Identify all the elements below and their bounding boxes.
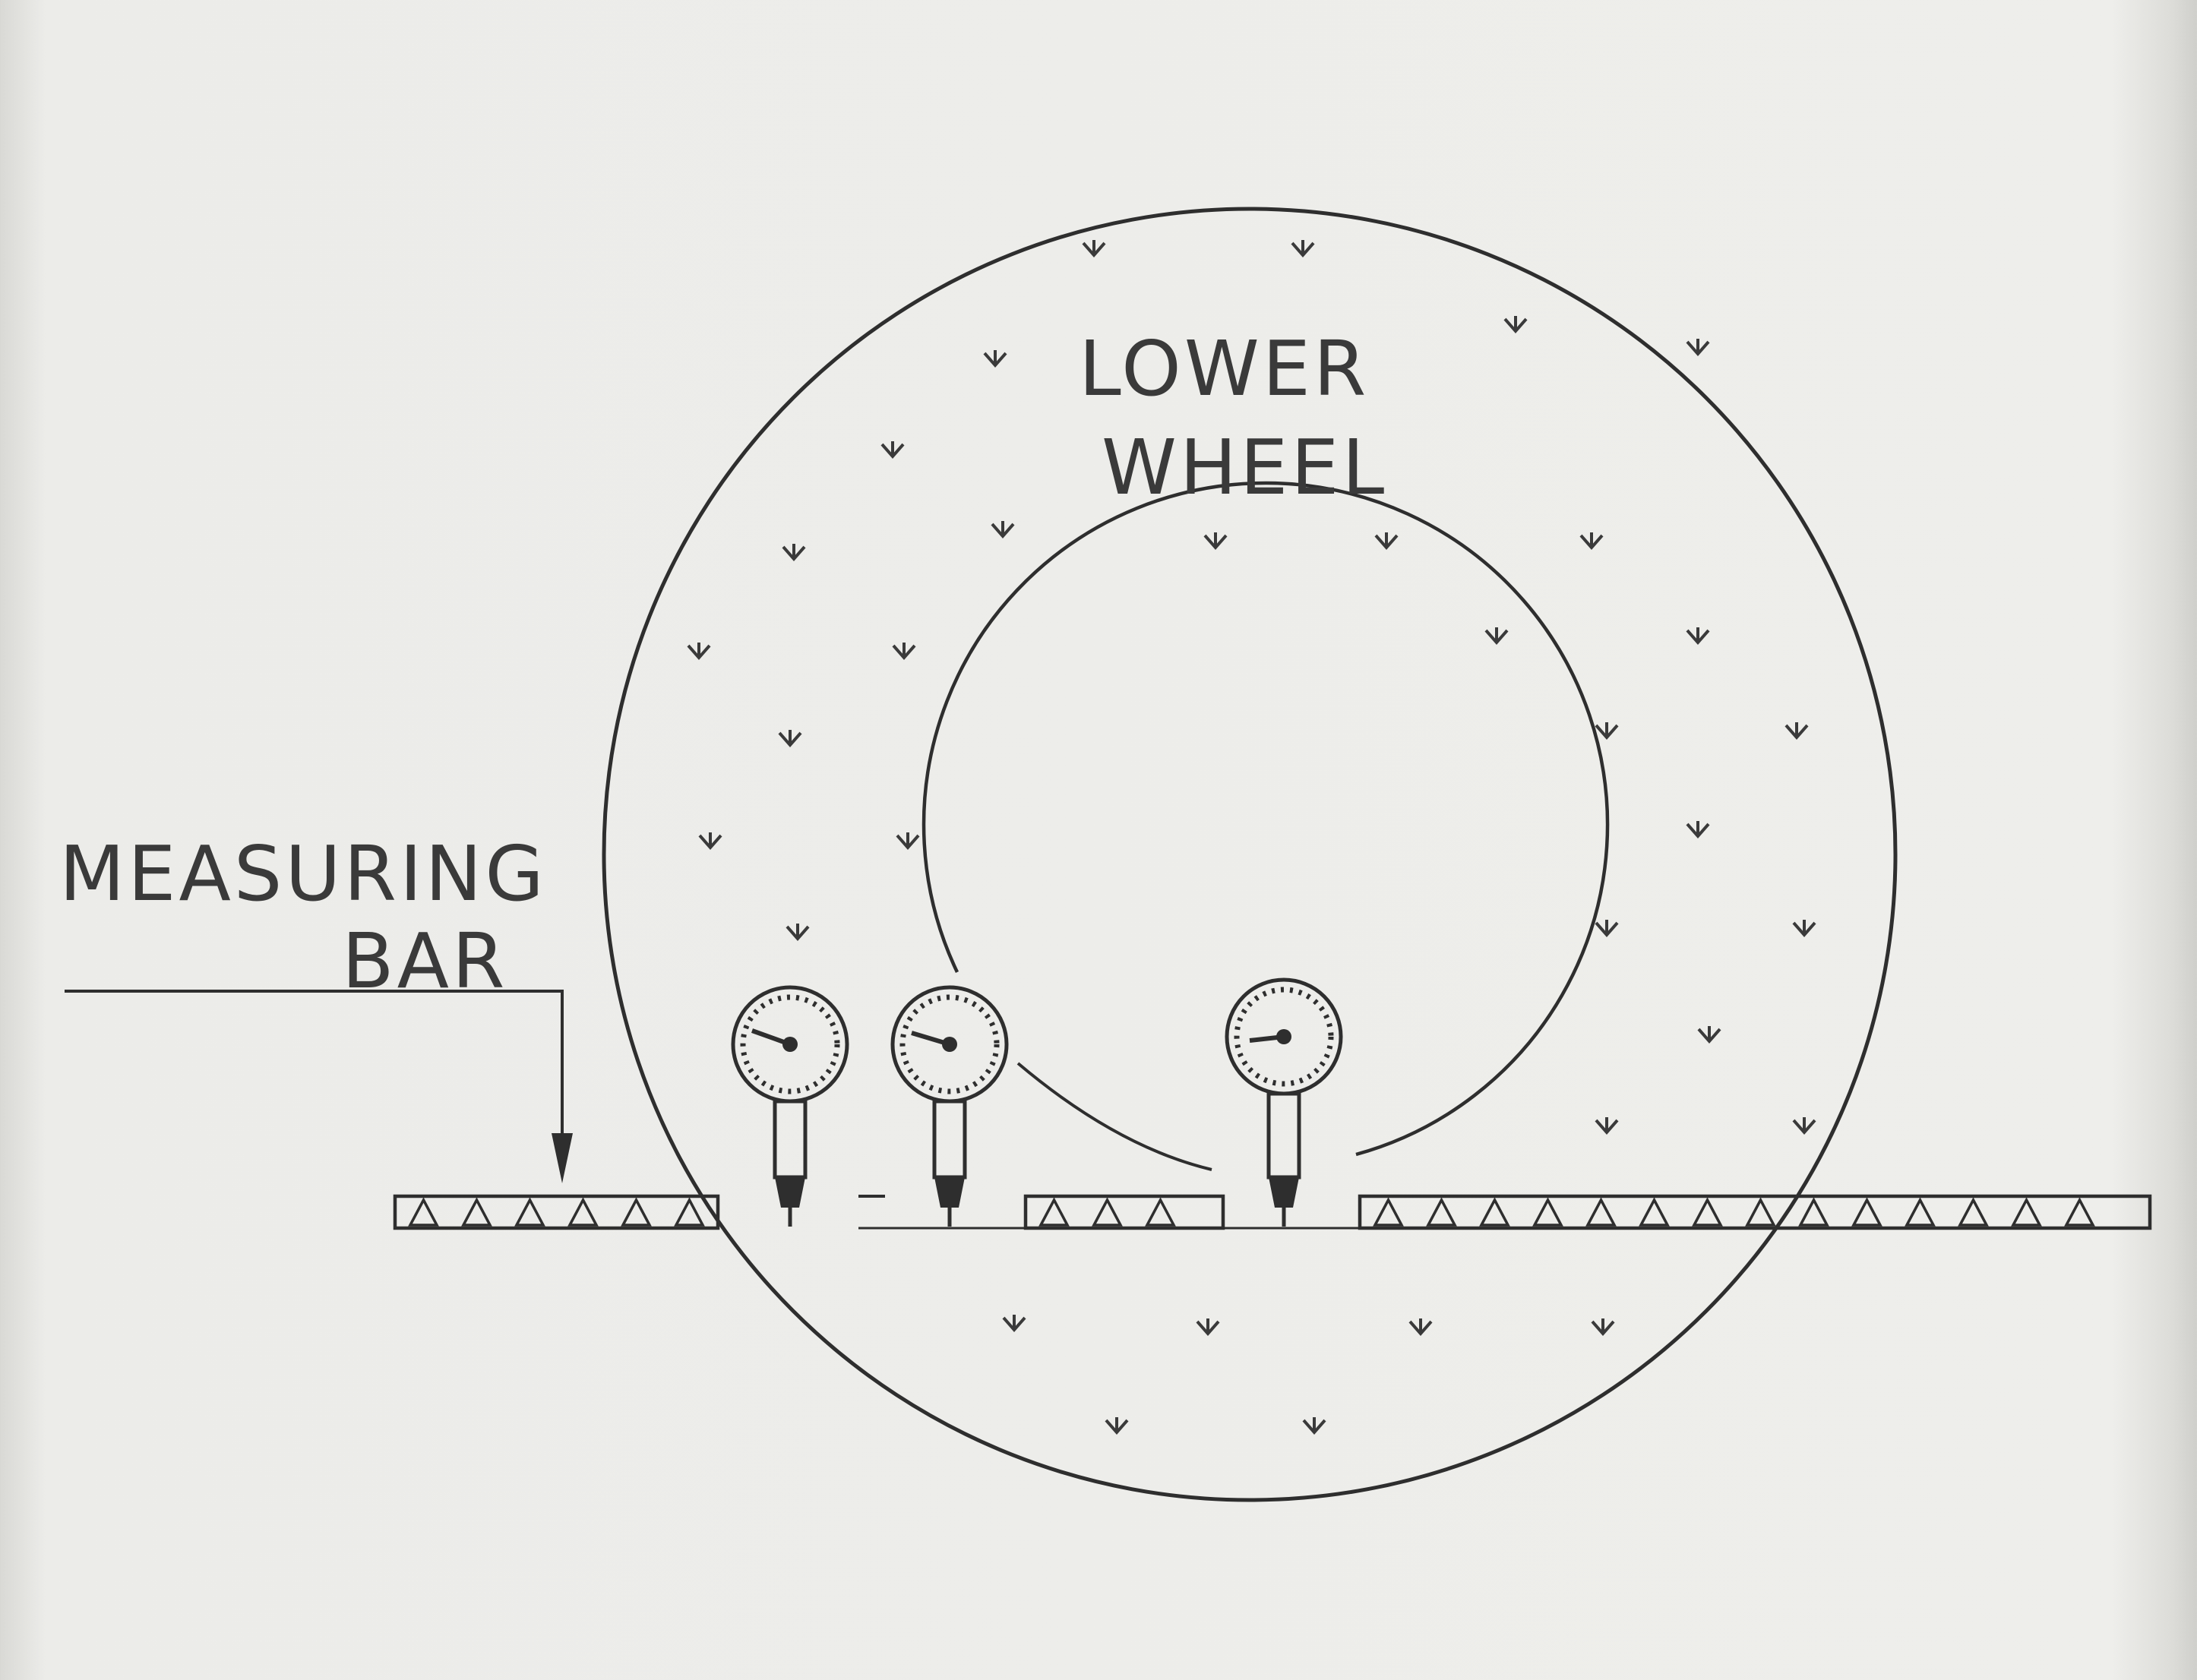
hatch-mark-icon (778, 730, 802, 748)
hatch-mark-icon (1408, 1318, 1433, 1337)
wheel-hatch-marks (687, 240, 1816, 1435)
hatch-mark-icon (1105, 1417, 1129, 1435)
hatch-mark-icon (896, 832, 920, 851)
measuring-bar-segment-left (393, 1194, 720, 1230)
hatch-mark-icon (1082, 240, 1106, 258)
hatch-mark-icon (1595, 920, 1619, 938)
dial-gauge-stem (773, 1099, 808, 1179)
bar-label-line2: BAR (342, 917, 508, 1006)
hatch-mark-icon (983, 350, 1007, 368)
outer-wheel-circle (602, 207, 1898, 1502)
hatch-mark-icon (1595, 1117, 1619, 1135)
dial-gauge-3 (1225, 977, 1343, 1227)
dial-gauge-hub (942, 1037, 957, 1052)
hatch-mark-icon (1579, 532, 1604, 551)
dial-gauge-tip (934, 1177, 965, 1208)
measuring-bar-segment-right (1358, 1194, 2152, 1230)
dial-gauge-2 (890, 985, 1009, 1227)
hatch-mark-icon (1591, 1318, 1615, 1337)
hatch-mark-icon (1686, 821, 1710, 839)
hatch-mark-icon (1291, 240, 1315, 258)
measuring-bar-hatching (408, 1197, 2095, 1227)
hatch-mark-icon (1792, 1117, 1816, 1135)
hatch-mark-icon (1002, 1315, 1026, 1333)
wheel-label-line1: LOWER (1079, 324, 1369, 413)
bar-hatch-zigzag (408, 1197, 705, 1227)
dial-gauge-stem (932, 1099, 967, 1179)
hatch-mark-icon (1203, 532, 1228, 551)
hatch-mark-icon (1697, 1026, 1721, 1044)
dial-gauge-1 (731, 985, 849, 1227)
inner-wheel-arc (921, 481, 1610, 1157)
measuring-bar (393, 1194, 2152, 1230)
dial-gauge-hub (1276, 1029, 1291, 1044)
hatch-mark-icon (1686, 627, 1710, 646)
bar-leader-line (65, 990, 564, 1173)
dial-gauge-hub (782, 1037, 798, 1052)
hatch-mark-icon (1484, 627, 1509, 646)
hatch-mark-icon (892, 643, 916, 661)
inner-wheel-arc-lower (1016, 1062, 1212, 1171)
hatch-mark-icon (687, 643, 711, 661)
hatch-mark-icon (1784, 722, 1809, 741)
hatch-mark-icon (991, 521, 1015, 539)
hatch-mark-icon (786, 924, 810, 942)
hatch-mark-icon (698, 832, 722, 851)
bar-leader-arrow-icon (552, 1133, 573, 1183)
dial-gauge-ticks (740, 994, 840, 1094)
dial-gauge-tip (1269, 1177, 1299, 1208)
bar-hatch-zigzag (1038, 1197, 1176, 1227)
wheel-label-line2: WHEEL (1102, 423, 1387, 512)
bar-hatch-zigzag (1373, 1197, 2095, 1227)
hatch-mark-icon (1302, 1417, 1326, 1435)
hatch-mark-icon (880, 441, 905, 459)
hatch-mark-icon (1196, 1318, 1220, 1337)
dial-gauge-stem (1266, 1091, 1301, 1179)
hatch-mark-icon (1595, 722, 1619, 741)
bar-label-line1: MEASURING (59, 829, 547, 918)
dial-gauge-ticks (1234, 987, 1334, 1087)
hatch-mark-icon (782, 544, 806, 562)
dial-gauge-tip (775, 1177, 805, 1208)
hatch-mark-icon (1374, 532, 1399, 551)
dial-gauge-ticks (899, 994, 1000, 1094)
hatch-mark-icon (1792, 920, 1816, 938)
hatch-mark-icon (1686, 339, 1710, 357)
hatch-mark-icon (1503, 316, 1528, 334)
